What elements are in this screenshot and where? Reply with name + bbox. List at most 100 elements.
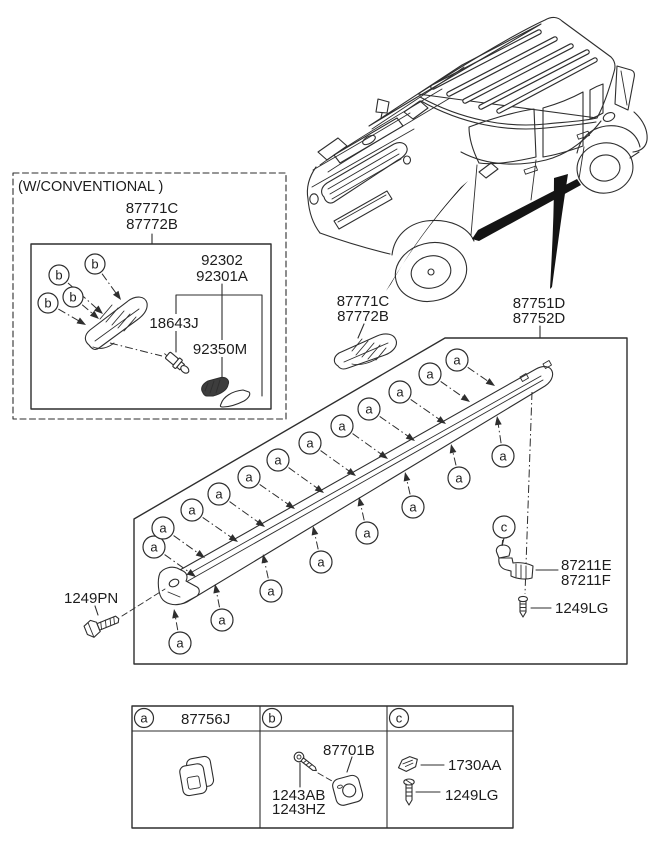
car-front-hub [427,268,435,276]
conv-garnish-label-2: 87772B [126,216,178,233]
legend-screw2-icon [403,778,415,806]
callout-a: a [266,448,324,493]
callout-a: a [447,444,471,490]
screw-label: 1249LG [555,600,608,617]
car-fog-left [309,193,319,205]
callout-letter-a: a [338,419,346,434]
car-roof-rail [419,96,598,130]
car-front-wheel [394,241,468,303]
callout-letter-b: b [55,268,62,283]
legend-a-part: 87756J [181,711,230,728]
callout-letter-a: a [245,470,253,485]
callout-letter-a: a [317,555,325,570]
bulb-part [164,351,190,374]
legend-c-circle [388,707,410,729]
callout-letter-a: a [306,436,314,451]
lamp-part-hatch [204,379,221,394]
callout-a: a [207,482,265,527]
callout-c: c [492,515,516,547]
car-fog-right [402,155,412,165]
callout-letter-a: a [159,521,167,536]
bracket-label-2: 87211F [561,572,611,589]
callout-a: a [355,497,379,545]
bracket-label-1: 87211E [561,557,612,574]
bolt-dashed-leader [121,588,166,617]
fender-garnish-label-1: 87771C [337,293,390,310]
legend-screw-label-1: 1243AB [272,787,325,804]
screw-1249lg-icon [517,595,529,618]
callout-a: a [330,414,388,459]
car-front-bottom [319,232,391,255]
callout-letter-a: a [176,636,184,651]
legend-grommet-label: 87701B [323,742,375,759]
callout-letter-a: a [499,449,507,464]
callout-letter-b: b [91,257,98,272]
legend-a-letter: a [140,711,148,726]
legend-87701b-leader [346,756,353,773]
fender-garnish-part [333,333,397,370]
car-intake [321,142,408,204]
callout-a: a [180,498,238,542]
callout-a: a [298,431,356,476]
car-plate [333,190,393,230]
leader-swoosh-right [550,174,568,289]
car-tail-lamp-inner [620,70,628,106]
garnish-bulb-leader [109,342,163,357]
main-box-border [133,337,628,665]
clip-centerline [524,391,533,595]
callout-letter-a: a [215,487,223,502]
callout-a: a [142,535,196,577]
callout-letter-a: a [363,526,371,541]
molding-clip-bracket-part [495,544,534,580]
legend-pad-icon [179,755,215,797]
callout-a: a [357,397,415,441]
bolt-label-leader [94,605,99,616]
fender-garnish-label-2: 87772B [337,308,389,325]
callout-letter-a: a [409,500,417,515]
legend-screw-icon [293,751,317,772]
callout-letter-c: c [501,520,508,535]
car-fuel-badge [602,112,616,122]
legend-border [131,705,514,829]
callout-letter-a: a [396,385,404,400]
callout-b: b [62,286,99,319]
car-front-arch [391,219,475,256]
conventional-garnish-part [84,296,148,350]
car-rear-rim [589,154,621,182]
conventional-section [12,172,287,420]
callout-a: a [237,465,295,509]
callout-letter-a: a [218,613,226,628]
legend-a-circle [133,707,155,729]
car-rear-door-glass [542,91,584,158]
callout-a: a [210,584,234,632]
side-sill-molding-part [157,360,554,606]
car-front-edge [306,166,321,234]
conventional-dashed-border [12,172,287,420]
legend-screw2-label: 1249LG [445,787,498,804]
legend-b-circle [261,707,283,729]
callout-a: a [168,609,192,655]
callout-letter-a: a [150,540,158,555]
car-sill-highlight [472,179,581,241]
car-headlamps [317,100,429,161]
lamp-part [201,377,229,397]
legend-b-letter: b [268,711,275,726]
bolt-label: 1249PN [64,590,118,607]
lamp-label-1: 92302 [201,252,243,269]
callout-a: a [388,380,446,424]
legend-grid-lines [131,705,514,829]
fender-garnish-leader [357,323,365,339]
car-intake-slats [327,148,402,200]
callout-group-c: c [492,515,516,547]
callout-a: a [151,516,205,558]
bulb-label: 18643J [149,315,198,332]
callout-letter-a: a [455,471,463,486]
leader-swoosh-left [386,181,468,291]
side-molding-label-2: 87752D [513,310,566,327]
legend-clip-label: 1730AA [448,757,501,774]
